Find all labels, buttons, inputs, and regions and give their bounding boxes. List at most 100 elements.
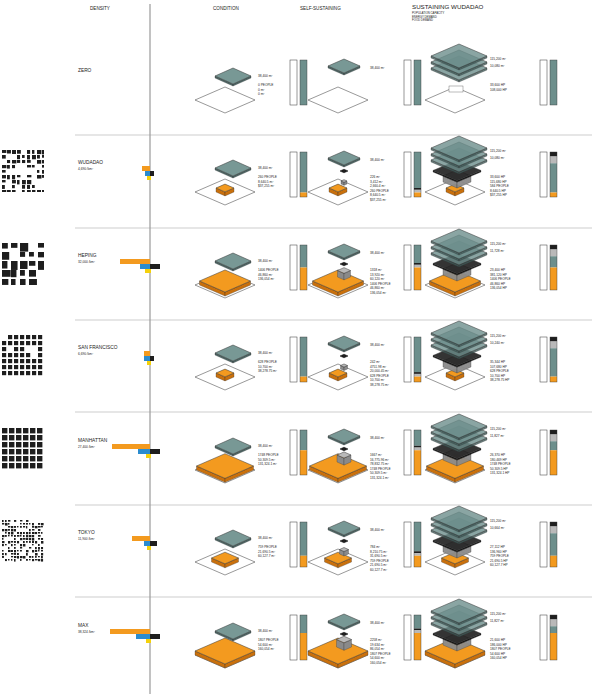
- building-block: [23, 535, 25, 537]
- building-block: [35, 541, 37, 544]
- building-block: [37, 160, 41, 164]
- capacity-bar-outline: [300, 60, 307, 105]
- area-value: 35,344 HP: [490, 361, 505, 364]
- row-name: MANHATTAN: [78, 439, 107, 444]
- building-block: [2, 165, 6, 168]
- capacity-bar: [414, 245, 421, 263]
- density-bar: [140, 264, 150, 269]
- building-block: [38, 544, 40, 546]
- building-block: [2, 520, 4, 522]
- row-name: WUDADAO: [78, 161, 103, 166]
- building-block: [12, 150, 16, 154]
- building-block: [27, 190, 31, 192]
- capacity-bar: [300, 152, 307, 193]
- building-block: [20, 556, 23, 558]
- area-value: 54,600 m²: [258, 644, 272, 647]
- row-separator: [75, 228, 592, 229]
- building-block: [32, 550, 34, 552]
- building-block: [20, 523, 22, 524]
- food-plate: [340, 447, 348, 451]
- capacity-outline: [290, 152, 297, 197]
- row-separator: [75, 320, 592, 321]
- capacity-bar: [414, 551, 421, 553]
- area-value: 38,400 m²: [258, 630, 272, 633]
- density-value: 11,900 /km²: [78, 538, 95, 541]
- figure-ground-map: [2, 335, 42, 375]
- building-block: [41, 556, 43, 558]
- land-plate-top: [328, 521, 360, 535]
- area-value: 54,600 m²: [370, 657, 384, 660]
- building-block: [32, 535, 34, 537]
- area-value: 8,210.75 m²: [370, 551, 387, 554]
- built-volume-top: [310, 454, 367, 479]
- area-value: 27,112 HP: [490, 546, 505, 549]
- area-value: 1406 PEOPLE: [370, 283, 391, 286]
- column-header: SELF-SUSTAINING: [300, 7, 341, 12]
- building-block: [2, 556, 4, 558]
- capacity-bar: [414, 193, 421, 198]
- capacity-outline: [540, 60, 547, 105]
- building-block: [2, 190, 6, 192]
- capacity-bar: [550, 615, 557, 620]
- capacity-bar: [550, 430, 557, 435]
- area-value: 1406 PEOPLE: [258, 269, 279, 272]
- capacity-outline: [404, 60, 411, 105]
- land-plate-top: [431, 229, 487, 253]
- building-block: [35, 526, 38, 528]
- land-plate-top: [328, 336, 360, 350]
- capacity-bar: [414, 152, 421, 188]
- building-block: [42, 190, 44, 192]
- building-block: [32, 544, 34, 545]
- capacity-bar: [300, 556, 307, 567]
- building-block: [2, 175, 6, 178]
- capacity-bar-outline: [414, 615, 421, 660]
- capacity-bar: [300, 615, 307, 633]
- building-block: [41, 538, 43, 540]
- building-block: [11, 550, 13, 552]
- area-value: 4751.98 m²: [370, 366, 386, 369]
- area-value: 784 m²: [370, 546, 380, 549]
- capacity-bar: [414, 629, 421, 631]
- area-value: 38,400 m²: [370, 67, 384, 70]
- density-bar: [132, 536, 150, 541]
- area-value: $37,255 HP: [490, 194, 507, 197]
- building-block: [14, 544, 16, 546]
- row-separator: [75, 412, 592, 413]
- area-value: 0 PEOPLE: [258, 84, 273, 87]
- building-block: [11, 529, 13, 531]
- area-value: 3,412 m²: [370, 181, 383, 184]
- area-value: 260 PEOPLE: [258, 176, 277, 179]
- land-plate-top: [431, 506, 487, 530]
- capacity-bar: [300, 450, 307, 475]
- building-block: [42, 170, 44, 174]
- density-bar: [112, 444, 150, 449]
- building-block: [22, 160, 25, 163]
- built-volume-top: [216, 184, 234, 192]
- building-block: [12, 180, 16, 183]
- area-value: 160,054 m²: [370, 662, 386, 665]
- site-outline: [308, 87, 368, 113]
- building-block: [14, 535, 16, 537]
- building-block: [23, 442, 28, 447]
- building-block: [42, 175, 44, 178]
- site-outline: [195, 87, 255, 113]
- building-block: [37, 155, 40, 159]
- capacity-bar: [300, 377, 307, 382]
- capacity-bar-outline: [300, 430, 307, 475]
- building-block: [20, 544, 22, 546]
- building-block: [37, 175, 41, 179]
- building-block: [14, 559, 16, 562]
- building-block: [23, 538, 26, 540]
- building-block: [20, 550, 22, 551]
- building-block: [2, 170, 6, 173]
- building-block: [30, 463, 35, 468]
- building-block: [20, 270, 25, 276]
- row-separator: [75, 597, 592, 598]
- area-value: 136,054 m²: [370, 292, 386, 295]
- building-block: [5, 523, 8, 526]
- building-block: [23, 456, 28, 461]
- building-block: [35, 547, 37, 549]
- building-block: [26, 371, 30, 375]
- building-block: [32, 365, 36, 369]
- building-block: [41, 532, 42, 534]
